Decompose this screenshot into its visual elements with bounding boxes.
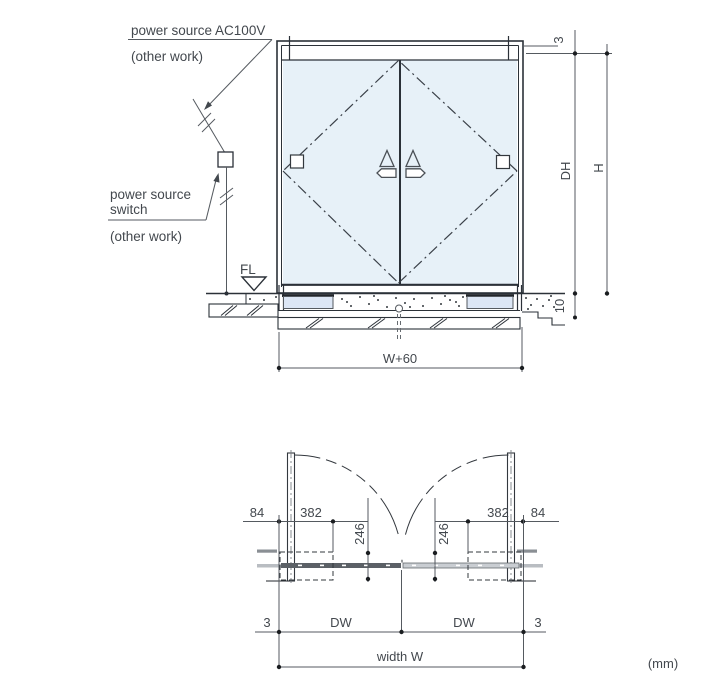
track-ticks xyxy=(298,564,504,567)
dim-door-height: DH xyxy=(558,162,573,181)
power-source-note: (other work) xyxy=(131,49,203,64)
dim-dot xyxy=(432,576,438,582)
plan-view: 84 382 382 84 246 246 3 DW DW 3 xyxy=(243,450,559,670)
power-source-arrowhead-icon xyxy=(204,101,212,110)
track-bar-left xyxy=(281,563,401,568)
door-handle-symbols xyxy=(376,148,426,179)
dim-gap-right: 3 xyxy=(534,615,541,630)
power-source-annotation: power source AC100V (other work) power s… xyxy=(108,23,273,296)
switch-arrowhead-icon xyxy=(213,173,220,183)
floor-step-right xyxy=(522,311,565,326)
swing-arc-left xyxy=(294,454,403,563)
dim-dot xyxy=(432,550,438,556)
drain-circle-icon xyxy=(395,304,403,313)
lock-square-left-icon xyxy=(289,154,305,169)
dim-right-zone-width: 382 xyxy=(487,505,509,520)
dim-top-clearance: 3 xyxy=(551,36,566,43)
dim-door-width-left: DW xyxy=(330,615,352,630)
floor-construction xyxy=(206,285,565,341)
dim-dot xyxy=(365,576,371,582)
floor-slab-lower xyxy=(277,316,521,330)
floor-guide-rail-left xyxy=(282,294,334,297)
switch-leader-line xyxy=(205,175,218,221)
power-switch-box-icon xyxy=(217,151,234,168)
dim-door-width-right: DW xyxy=(453,615,475,630)
diamond-line xyxy=(398,170,518,284)
floor-slab-left xyxy=(208,303,279,318)
plan-dimensions-upper: 84 382 382 84 246 246 xyxy=(243,498,559,582)
lock-square-right-icon xyxy=(495,154,511,170)
dim-floor-recess: 10 xyxy=(552,299,567,313)
power-wire-diagonal xyxy=(192,98,229,159)
dim-gap-left: 3 xyxy=(263,615,270,630)
door-swing-diamond xyxy=(282,60,518,284)
sensor-zone-right xyxy=(467,551,522,581)
elevation-dimension-width: W+60 xyxy=(276,327,525,372)
dim-dot xyxy=(604,291,610,296)
dim-total-width: width W xyxy=(376,649,424,664)
triangle-left-icon xyxy=(379,148,395,168)
switch-note: (other work) xyxy=(110,229,182,244)
wall-stub-left xyxy=(257,549,277,553)
dim-left-zone-depth: 246 xyxy=(352,523,367,545)
dim-dot xyxy=(276,365,282,371)
hatch-marks xyxy=(220,305,510,329)
wall-stub-right xyxy=(517,549,537,553)
dim-dot xyxy=(521,629,526,635)
wire-cut-mark xyxy=(197,112,212,127)
track-extension-left xyxy=(257,564,281,568)
track-extension-right xyxy=(519,564,543,568)
switch-label-line2: switch xyxy=(110,202,148,217)
door-frame xyxy=(276,36,524,294)
sensor-zone-left xyxy=(279,551,334,581)
floor-guide-rail-right xyxy=(466,294,514,297)
fl-label: FL xyxy=(240,262,256,277)
triangle-right-icon xyxy=(405,148,421,168)
floor-guide-box-right xyxy=(466,296,514,309)
dim-dot xyxy=(330,519,336,524)
elevation-dimensions-right: 3 DH H 10 xyxy=(523,30,612,320)
dim-left-zone-width: 382 xyxy=(300,505,322,520)
floor-guide-box-left xyxy=(283,296,334,309)
diamond-line xyxy=(398,60,518,172)
elevation-view: power source AC100V (other work) power s… xyxy=(108,23,612,372)
dim-dot xyxy=(521,664,526,670)
floor-level-marker: FL xyxy=(240,262,268,292)
dim-dot xyxy=(465,519,471,524)
dim-dot xyxy=(572,51,578,56)
unit-note: (mm) xyxy=(648,656,678,671)
dim-dot xyxy=(276,629,282,635)
dim-total-height: H xyxy=(591,163,606,172)
dim-right-offset: 84 xyxy=(531,505,545,520)
arrow-tag-left-icon xyxy=(376,168,397,179)
dim-width-plus: W+60 xyxy=(383,351,417,366)
diamond-line xyxy=(282,60,399,172)
stipple-dots xyxy=(249,295,555,310)
dim-dot xyxy=(519,365,525,371)
plan-dimensions-lower: 3 DW DW 3 width W xyxy=(255,515,546,670)
fl-triangle-icon xyxy=(240,276,268,292)
dim-left-offset: 84 xyxy=(250,505,264,520)
dim-dot xyxy=(572,291,578,296)
dim-dot xyxy=(276,664,282,670)
swing-arc-right xyxy=(401,454,509,563)
dim-dot xyxy=(365,550,371,556)
arrow-tag-right-icon xyxy=(405,168,426,179)
power-source-leader-line xyxy=(205,39,273,109)
power-source-label: power source AC100V xyxy=(131,23,265,38)
wire-cut-mark xyxy=(201,118,216,133)
wire-cut-mark xyxy=(219,187,234,199)
switch-label-line1: power source xyxy=(110,187,191,202)
dim-dot xyxy=(399,629,404,635)
track-bar-right xyxy=(402,562,520,569)
dim-dot xyxy=(573,315,577,320)
dim-dot xyxy=(604,51,610,56)
wire-cut-mark xyxy=(219,194,234,206)
dim-right-zone-depth: 246 xyxy=(436,523,451,545)
diamond-line xyxy=(282,170,399,284)
